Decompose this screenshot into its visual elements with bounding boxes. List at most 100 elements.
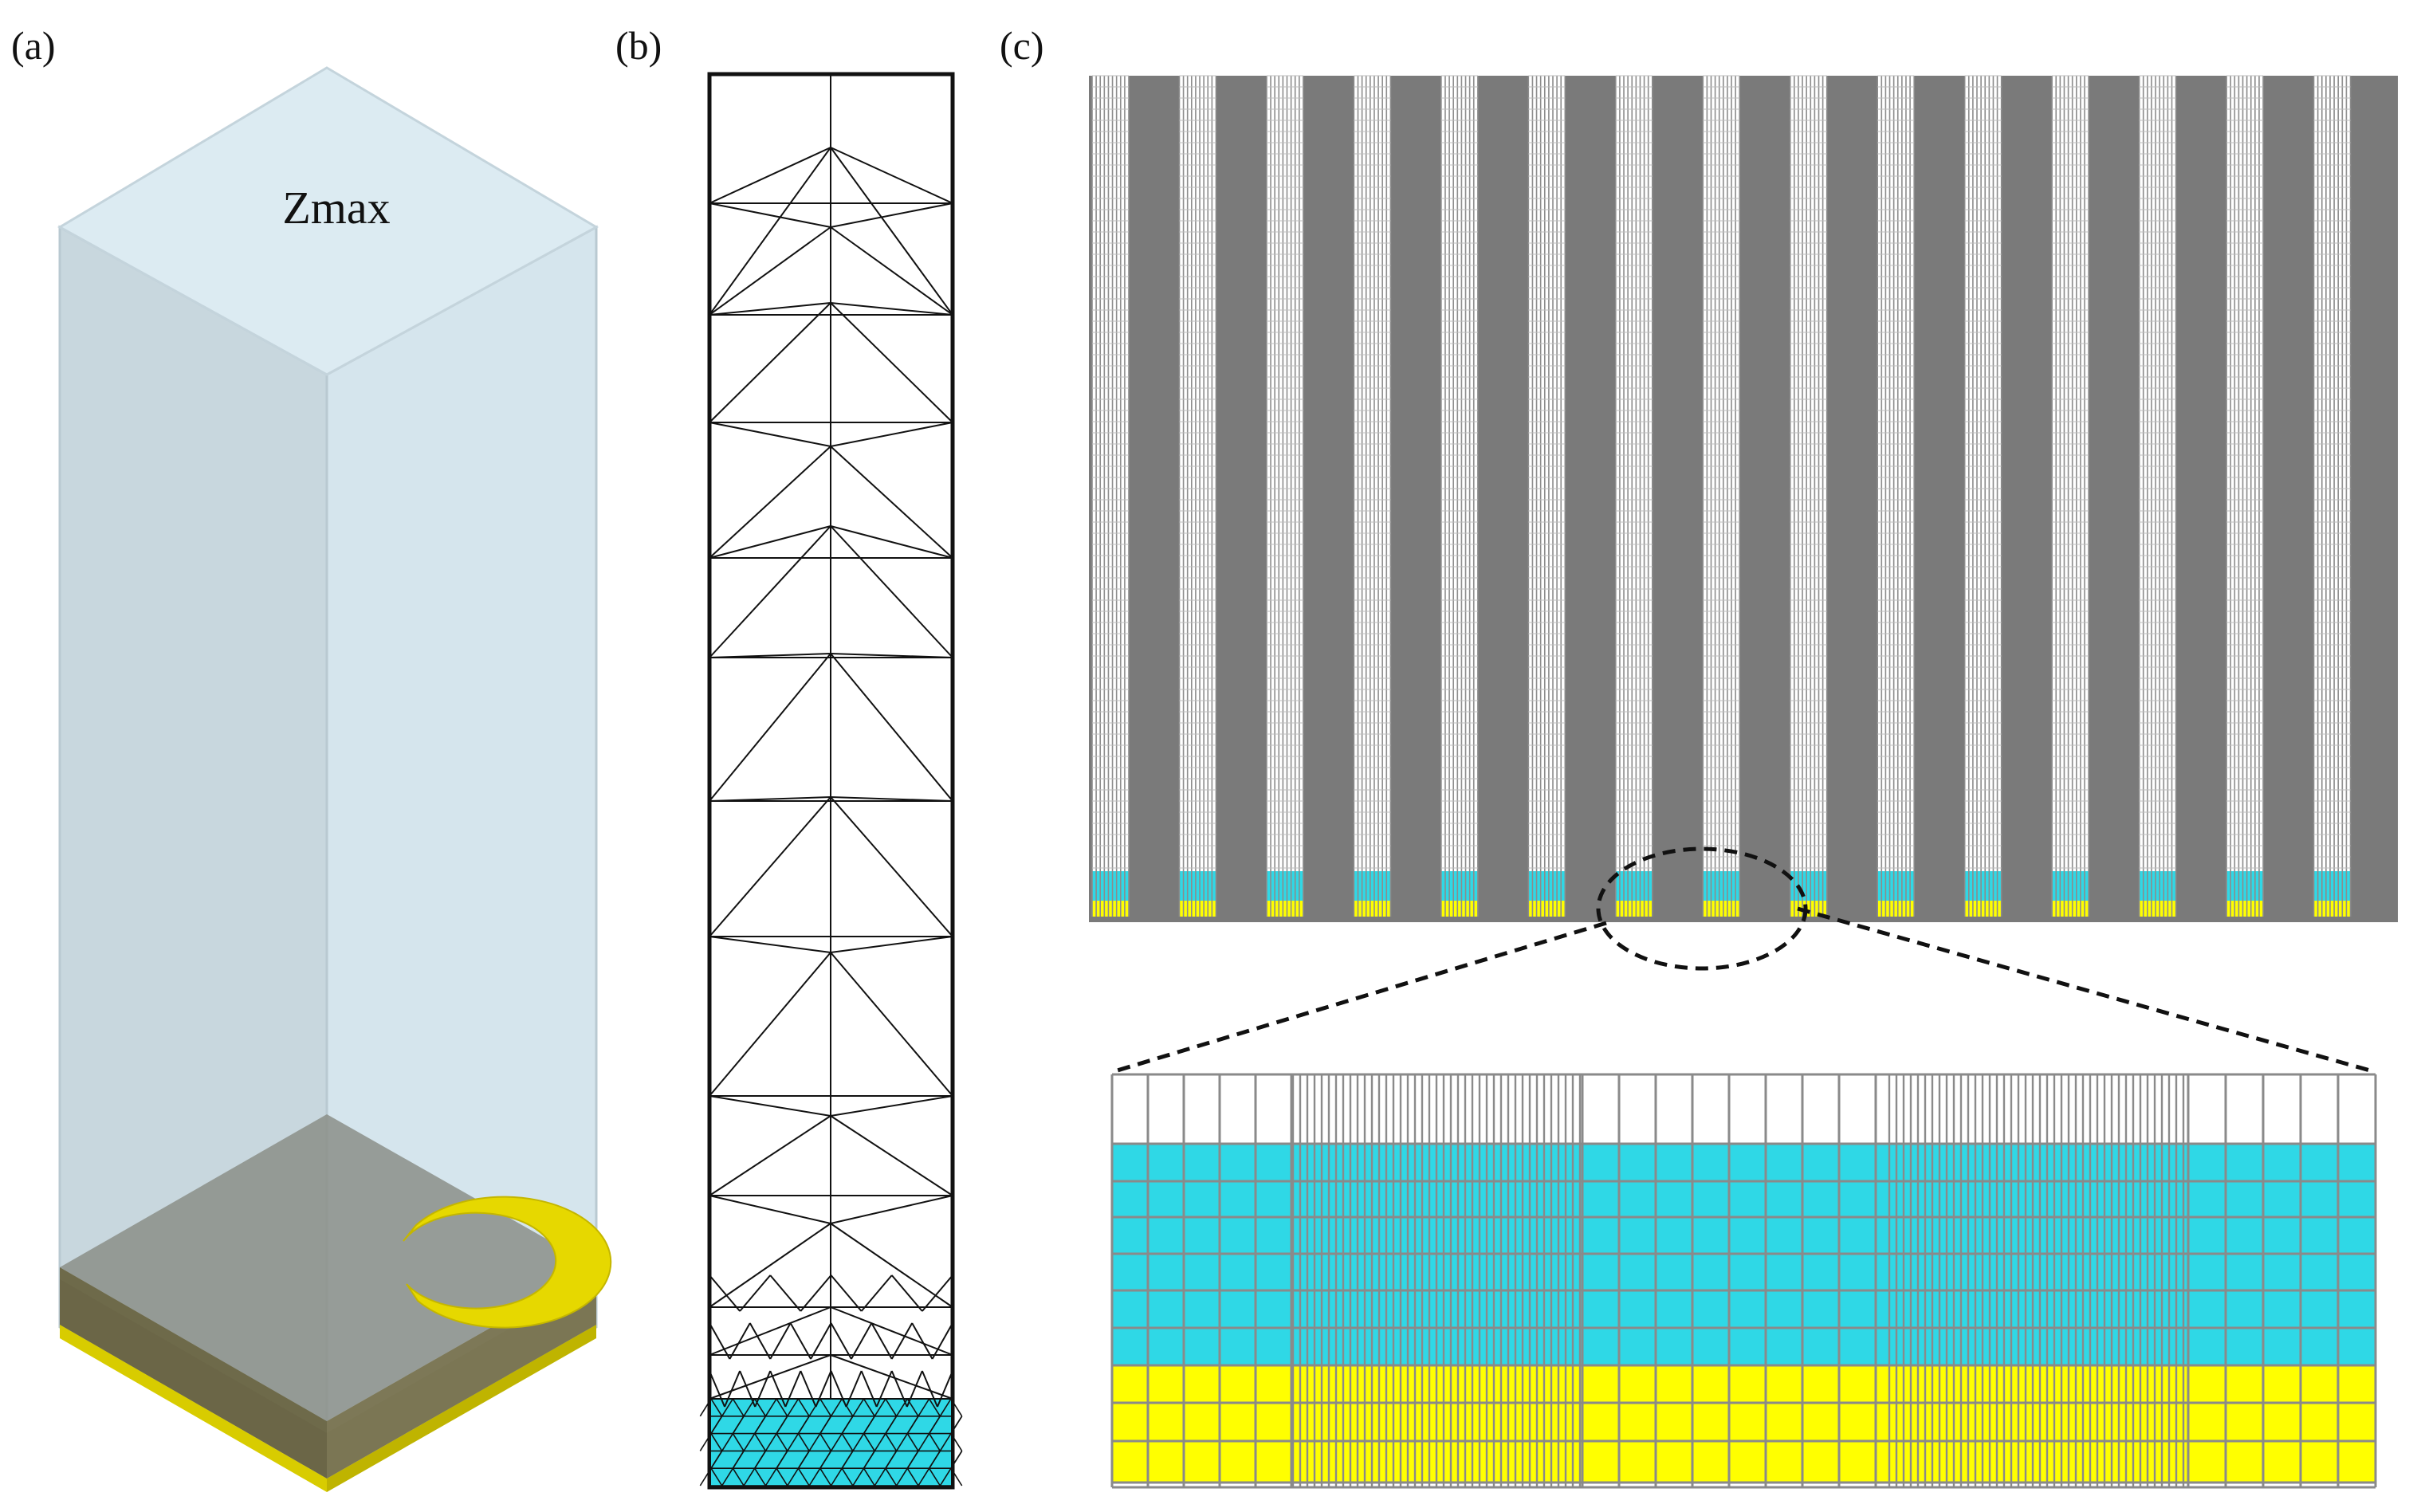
mesh-b-fine-edge bbox=[808, 1467, 821, 1486]
mesh-b-fine-edge bbox=[885, 1433, 898, 1451]
mesh-c-fine-column bbox=[2226, 75, 2264, 917]
mesh-c-column-yellow bbox=[1092, 901, 1129, 917]
mesh-c-column-yellow bbox=[1877, 901, 1915, 917]
mesh-b-fine-edge bbox=[732, 1450, 745, 1469]
mesh-c-column-fill bbox=[1615, 76, 1653, 871]
mesh-b-edge bbox=[709, 653, 831, 802]
mesh-b-edge bbox=[830, 1306, 953, 1356]
mesh-b-fine-edge bbox=[754, 1450, 767, 1469]
mesh-b-edges bbox=[709, 73, 953, 1408]
mesh-b-fine-edge bbox=[710, 1416, 723, 1435]
substrate-lower-right bbox=[327, 1279, 596, 1479]
mesh-b-fine-edge bbox=[797, 1467, 810, 1486]
mesh-b-edge bbox=[906, 1370, 923, 1408]
mesh-c-column-cyan bbox=[1092, 871, 1129, 901]
mesh-b-edge bbox=[709, 1370, 725, 1408]
mesh-c-column-cyan bbox=[1877, 871, 1915, 901]
zoom-region-ellipse bbox=[1596, 846, 1808, 971]
mesh-c-column-fill bbox=[2052, 76, 2089, 871]
mesh-b-fine-edge bbox=[950, 1467, 963, 1486]
mesh-c-column-cyan bbox=[1440, 871, 1478, 901]
mesh-c-column-yellow bbox=[1354, 901, 1391, 917]
mesh-c-column-yellow bbox=[2052, 901, 2089, 917]
mesh-c-column-yellow bbox=[2226, 901, 2264, 917]
mesh-b-fine-edge bbox=[928, 1416, 941, 1435]
mesh-c-column-yellow bbox=[2313, 901, 2351, 917]
mesh-b-edge bbox=[709, 1306, 831, 1356]
mesh-b-fine-edge bbox=[939, 1398, 952, 1417]
mesh-b-edge bbox=[784, 1370, 802, 1408]
mesh-b-edge bbox=[709, 226, 831, 316]
zoom-metal-region bbox=[1112, 1365, 2376, 1483]
mesh-b-fine-edge bbox=[874, 1467, 886, 1486]
mesh-c-column-cyan bbox=[1266, 871, 1303, 901]
mesh-b-fine-edge bbox=[928, 1467, 941, 1486]
mesh-b-fine-edge bbox=[787, 1398, 800, 1417]
mesh-b-edge bbox=[875, 1370, 893, 1408]
mesh-c-fine-column bbox=[1178, 75, 1217, 917]
zoom-leader-left bbox=[1111, 921, 1607, 1074]
mesh-b-fine-edge bbox=[895, 1467, 908, 1486]
mesh-b-fine-edge bbox=[830, 1433, 843, 1451]
mesh-b-fine-edge bbox=[918, 1433, 930, 1451]
mesh-b-fine-edge bbox=[852, 1467, 865, 1486]
mesh-c-background bbox=[1089, 76, 2398, 922]
mesh-b-fine-edge bbox=[830, 1467, 843, 1486]
mesh-b-fine-edge bbox=[841, 1433, 854, 1451]
mesh-c-column-fill bbox=[1790, 76, 1827, 871]
mesh-b-fine-edge bbox=[928, 1433, 941, 1451]
mesh-c-fine-column bbox=[1789, 75, 1828, 917]
mesh-b-edge bbox=[830, 952, 953, 1097]
mesh-c-column-fill bbox=[1528, 76, 1566, 871]
mesh-b-fine-edge bbox=[787, 1433, 800, 1451]
mesh-b-edge bbox=[830, 525, 953, 658]
mesh-b-edge bbox=[709, 1354, 831, 1400]
mesh-b-fine-edge bbox=[764, 1433, 777, 1451]
mesh-b-fine-edge bbox=[819, 1416, 832, 1435]
mesh-b-edge bbox=[769, 1274, 802, 1312]
mesh-b-fine-edge bbox=[808, 1398, 821, 1417]
mesh-b-edge bbox=[845, 1370, 863, 1408]
mesh-c-column-cyan bbox=[2052, 871, 2089, 901]
mesh-b-edge bbox=[830, 1095, 953, 1117]
mesh-b-edge bbox=[709, 202, 831, 228]
mesh-b-substrate-region bbox=[711, 1399, 951, 1486]
mesh-b-fine-edge bbox=[950, 1450, 963, 1469]
mesh-c-column-yellow bbox=[1266, 901, 1303, 917]
mesh-c-column-yellow bbox=[1703, 901, 1740, 917]
zoom-leader-right bbox=[1797, 906, 2376, 1074]
mesh-b-fine-edge bbox=[863, 1467, 875, 1486]
mesh-c-column-yellow bbox=[1440, 901, 1478, 917]
mesh-b-edge bbox=[921, 1370, 938, 1408]
mesh-b-edge bbox=[739, 1274, 772, 1312]
mesh-b-edge bbox=[830, 1354, 953, 1400]
mesh-b-fine-edge bbox=[906, 1450, 919, 1469]
mesh-b-fine-edge bbox=[797, 1416, 810, 1435]
mesh-b-fine-edge bbox=[863, 1450, 875, 1469]
mesh-c-column-cyan bbox=[2313, 871, 2351, 901]
mesh-b-edge bbox=[709, 422, 831, 447]
mesh-c-column-cyan bbox=[1703, 871, 1740, 901]
mesh-b-fine-edge bbox=[732, 1433, 745, 1451]
mesh-b-edge bbox=[830, 1223, 953, 1308]
mesh-b-fine-edge bbox=[906, 1398, 919, 1417]
mesh-b-fine-edge bbox=[863, 1398, 875, 1417]
mesh-b-fine-edge bbox=[874, 1433, 886, 1451]
mesh-b-edge bbox=[830, 1274, 863, 1312]
mesh-c-column-fill bbox=[1440, 76, 1478, 871]
mesh-c-column-fill bbox=[1092, 76, 1129, 871]
mesh-b-edge bbox=[769, 1370, 787, 1408]
mesh-b-edge bbox=[830, 936, 953, 953]
mesh-b-edge bbox=[709, 525, 831, 559]
mesh-b-edge bbox=[709, 446, 831, 559]
mesh-b-fine-edge bbox=[776, 1398, 788, 1417]
mesh-b-fine-edge bbox=[764, 1467, 777, 1486]
mesh-b-fine-edge bbox=[743, 1467, 756, 1486]
mesh-c-column-cyan bbox=[1964, 871, 2002, 901]
mesh-c-column-fill bbox=[1179, 76, 1216, 871]
mesh-b-fine-edge bbox=[819, 1467, 832, 1486]
panel-c-label: (c) bbox=[1000, 23, 1044, 68]
mesh-b-edge bbox=[769, 1322, 792, 1360]
mesh-b-fine-edge bbox=[841, 1416, 854, 1435]
